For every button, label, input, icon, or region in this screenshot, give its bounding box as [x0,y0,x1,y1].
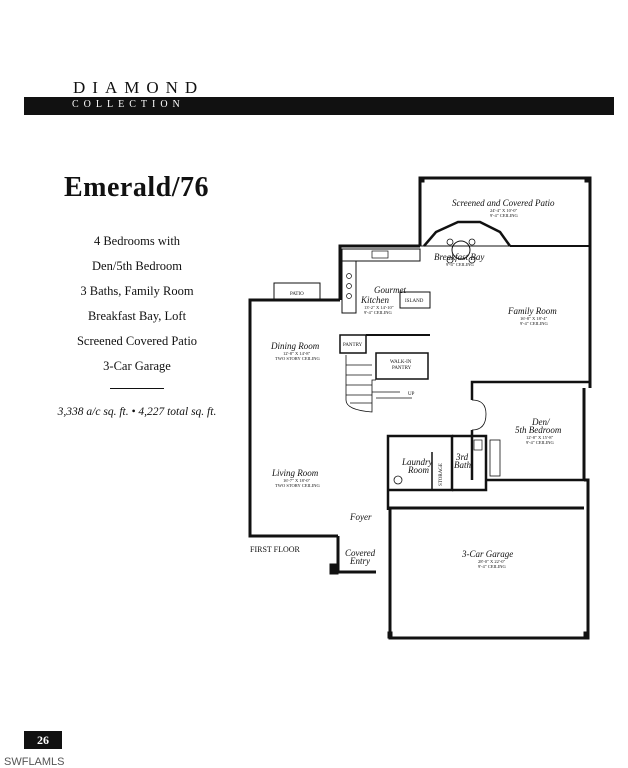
covered-entry-label-1: Covered [345,548,376,558]
feature-item: 4 Bedrooms with [93,234,181,248]
divider-line [110,388,164,389]
island-label: ISLAND [405,299,424,304]
kitchen-counter-west [341,260,357,314]
laundry-label-2: Room [407,465,429,475]
staircase [345,355,412,413]
walk-in-pantry [375,352,429,380]
kitchen-sink [371,250,389,259]
dining-room-dims: 12'-8" X 14'-8" [283,351,310,356]
family-room-ceiling: 9'-4" CEILING [520,321,549,326]
garage-door-post [583,631,589,639]
feature-item: Den/5th Bedroom [92,259,182,273]
den-dims: 12'-8" X 15'-8" [526,435,553,440]
feature-list: 4 Bedrooms with Den/5th Bedroom 3 Baths,… [48,232,226,382]
dining-room-ceiling: TWO STORY CEILING [275,356,320,361]
brand-subtitle: COLLECTION [72,99,185,110]
cooktop-burner [346,293,352,299]
garage-ceiling: 9'-4" CEILING [478,564,507,569]
kitchen-island [399,291,431,309]
breakfast-table [451,240,471,260]
dining-room-label: Dining Room [270,341,320,351]
cooktop-burner [346,283,352,289]
watermark: SWFLAMLS [4,756,65,768]
bath-label-1: 3rd [455,452,469,462]
living-room-dims: 16'-7" X 18'-0" [283,478,310,483]
feature-item: Screened Covered Patio [76,334,198,348]
garage-label: 3-Car Garage [461,549,513,559]
chair [446,238,454,246]
entry-column [329,563,339,575]
foyer-label: Foyer [349,512,372,522]
brand-name: DIAMOND [73,78,205,97]
family-room-label: Family Room [507,306,557,316]
living-room-ceiling: TWO STORY CEILING [275,483,320,488]
chair [446,256,454,264]
stair-up-label: UP [408,392,415,397]
model-title: Emerald/76 [64,172,209,203]
laundry-label-1: Laundry [401,457,433,467]
wall-west-wing [248,298,340,538]
breakfast-bay-wall [423,220,512,247]
feature-item: 3-Car Garage [103,359,171,373]
den-north-wall [470,380,590,400]
garage-dims: 28'-0" X 22'-0" [478,559,505,564]
feature-item: 3 Baths, Family Room [80,284,194,298]
kitchen-ceiling: 9'-4" CEILING [364,310,393,315]
patio-post [584,176,591,183]
walk-in-label: WALK-IN [390,360,412,365]
screened-patio-label: Screened and Covered Patio [452,198,555,208]
screened-patio-ceiling: 9'-4" CEILING [490,213,519,218]
square-footage: 3,338 a/c sq. ft. • 4,227 total sq. ft. [57,406,217,418]
den-double-door [471,399,487,431]
living-room-label: Living Room [271,468,319,478]
breakfast-bay-label: Breakfast Bay [434,252,484,262]
kitchen-label-2: Kitchen [360,295,389,305]
kitchen-counter-north [341,248,421,262]
chair [468,256,476,264]
pantry [339,334,367,354]
bath-wall [452,434,488,492]
washer [393,475,403,485]
family-room-dims: 16'-8" X 18'-4" [520,316,547,321]
den-ceiling: 9'-4" CEILING [526,440,555,445]
garage-door-post [387,631,393,639]
bath-toilet [473,439,483,451]
patio-label: PATIO [290,292,304,297]
feature-item: Breakfast Bay, Loft [87,309,187,323]
walk-in-pantry-label: PANTRY [392,366,412,371]
cooktop-burner [346,273,352,279]
first-floor-label: FIRST FLOOR [250,545,301,554]
bath-shower [489,439,501,477]
wall-patio-west [418,176,592,246]
kitchen-label-1: Gourmet [374,285,406,295]
patio-post [418,176,425,183]
page-number: 26 [24,731,62,749]
bath-label-2: Bath [454,460,471,470]
kitchen-dims: 13'-2" X 14'-10" [364,305,394,310]
breakfast-bay-ceiling: 9'-4" CEILING [446,262,475,267]
den-label-1: Den/ [531,417,551,427]
storage-label: STORAGE [439,463,444,486]
brand-bar [24,97,614,115]
patio-slab [273,282,321,302]
pantry-label: PANTRY [343,343,363,348]
covered-entry-label-2: Entry [349,556,370,566]
wall-garage [388,478,590,640]
chair [468,238,476,246]
screened-patio-dims: 24'-4" X 10'-0" [490,208,517,213]
den-label-2: 5th Bedroom [515,425,562,435]
